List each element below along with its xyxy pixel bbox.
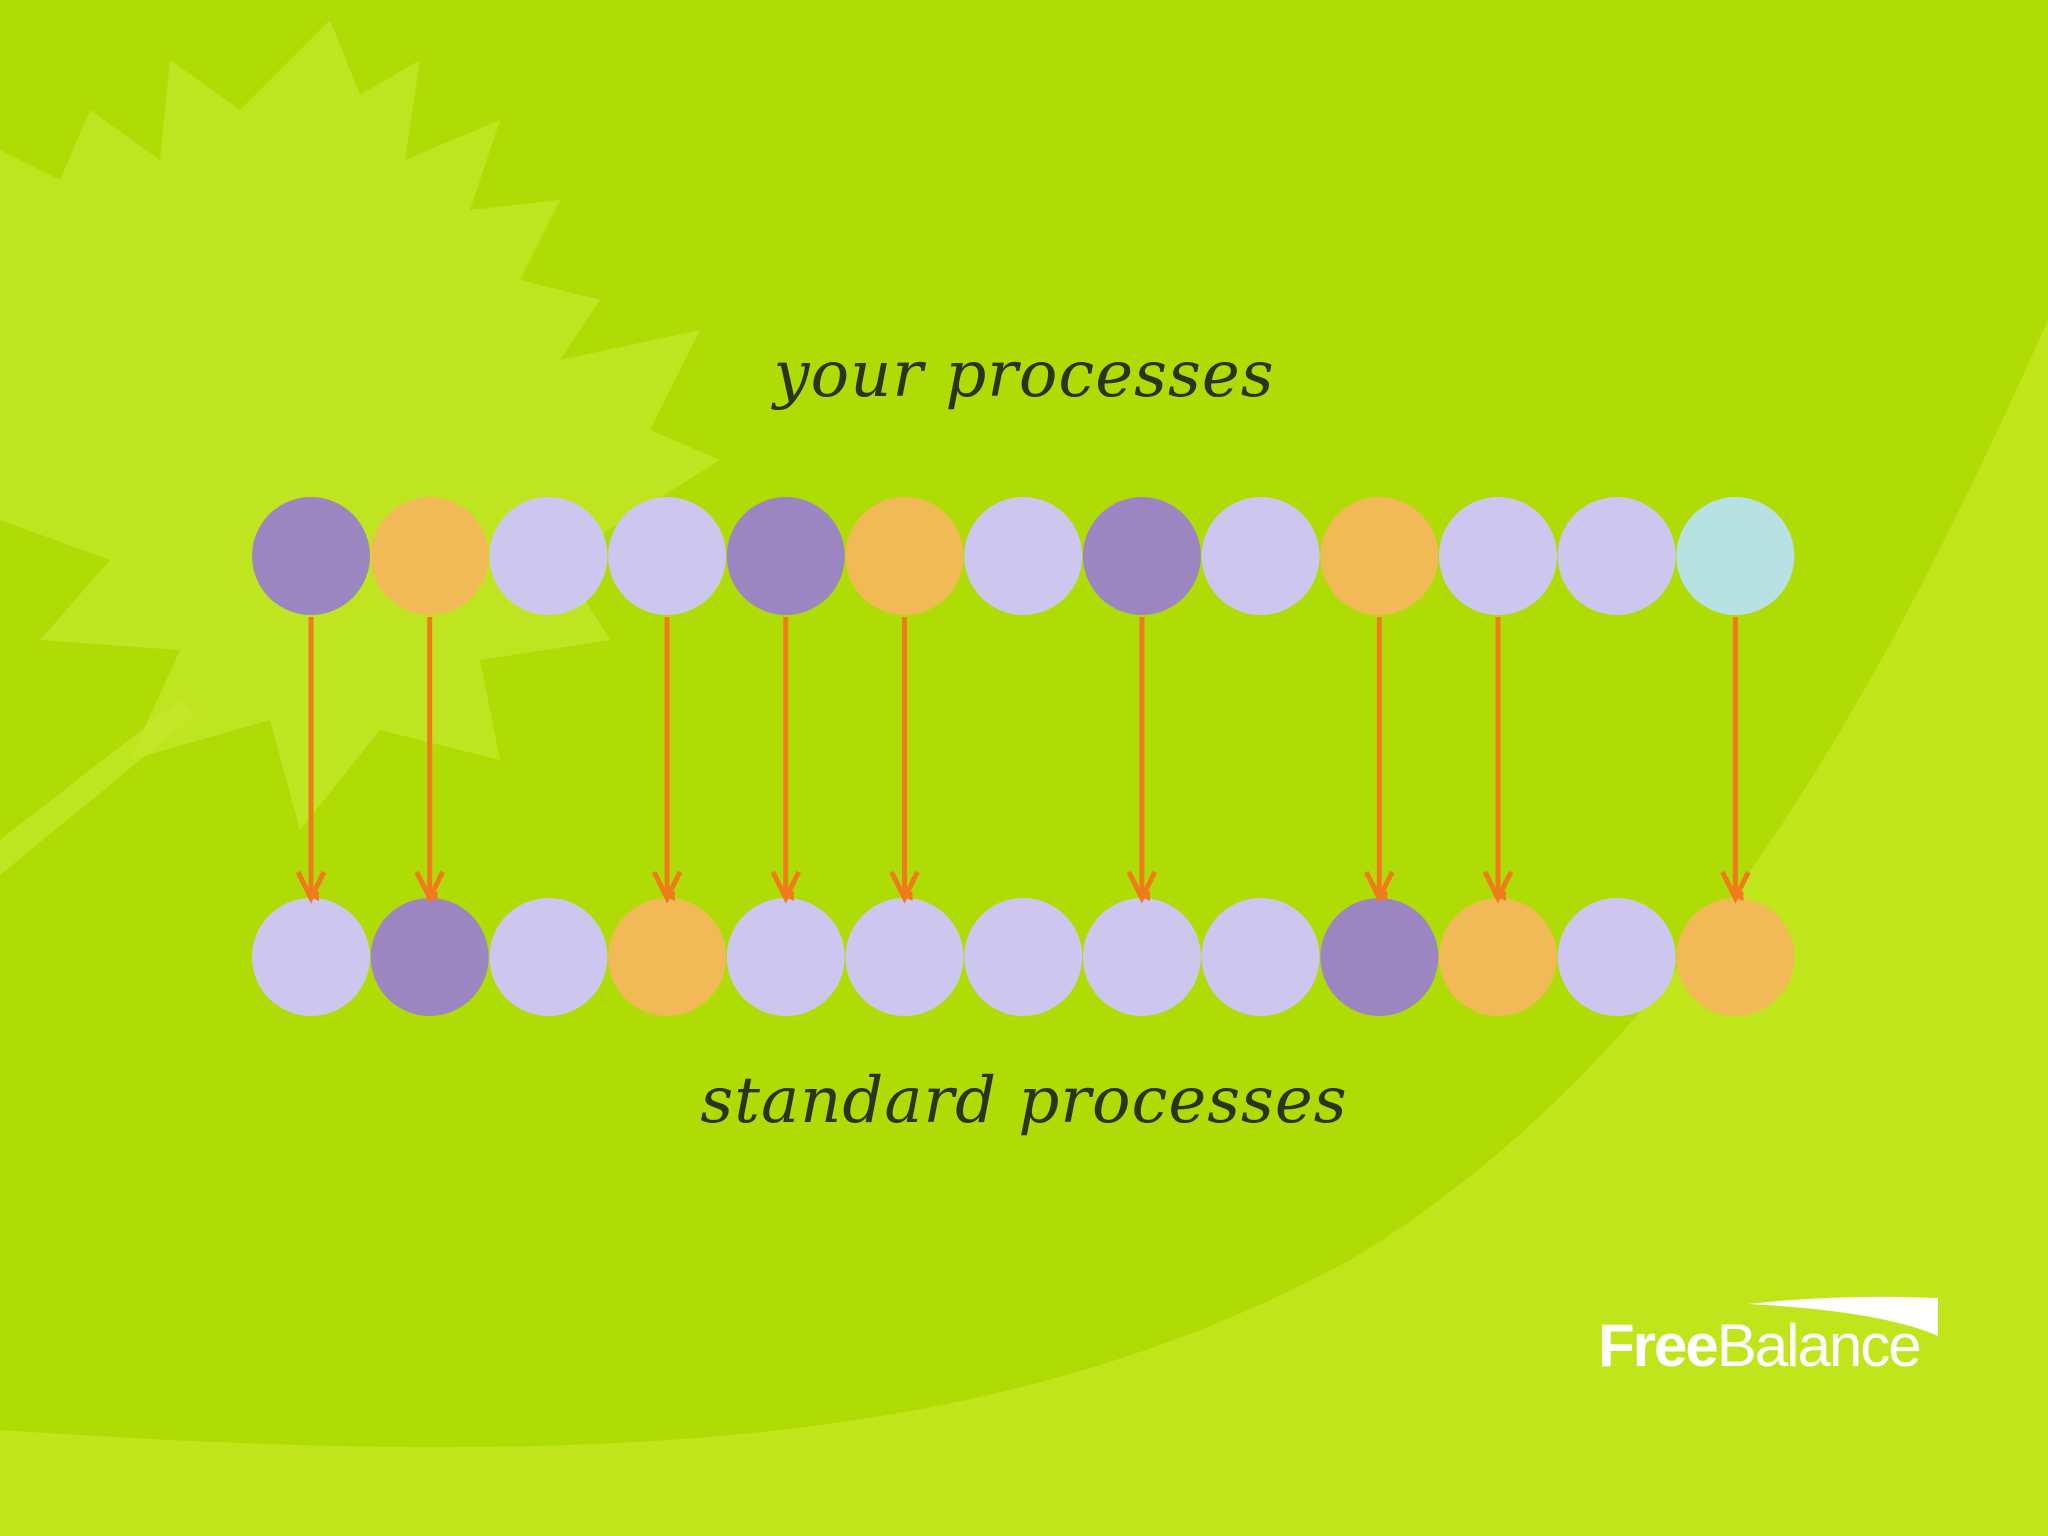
your-process-circle-9 [1201, 497, 1320, 615]
standard-process-circle-12 [1557, 898, 1676, 1016]
freebalance-logo: FreeBalance [1598, 1296, 1938, 1376]
maple-leaf-stem [0, 700, 195, 875]
your-process-circle-1 [252, 497, 370, 615]
your-process-circle-10 [1320, 497, 1439, 615]
standard-process-circle-11 [1439, 898, 1557, 1016]
logo-text-balance: Balance [1716, 1312, 1922, 1379]
your-process-circle-12 [1557, 497, 1676, 615]
mapping-arrowhead-6 [889, 870, 920, 904]
standard-processes-title: standard processes [700, 1064, 1348, 1138]
your-process-circle-11 [1439, 497, 1557, 615]
mapping-arrows [295, 617, 1751, 904]
your-process-circle-7 [964, 497, 1083, 615]
logo-swoosh-icon [1748, 1296, 1938, 1336]
your-process-circle-6 [845, 497, 964, 615]
mapping-arrowhead-4 [651, 870, 683, 904]
logo-wordmark: FreeBalance [1598, 1316, 1922, 1376]
standard-process-circle-3 [489, 898, 608, 1016]
your-process-circle-4 [608, 497, 727, 615]
standard-process-circle-10 [1320, 898, 1439, 1016]
your-processes-title: your processes [773, 338, 1275, 412]
your-process-circle-2 [370, 497, 489, 615]
standard-process-circle-7 [964, 898, 1083, 1016]
your-process-circle-13 [1676, 497, 1795, 615]
your-process-circle-5 [726, 497, 845, 615]
mapping-arrowhead-11 [1482, 870, 1514, 904]
mapping-arrowhead-13 [1720, 870, 1751, 904]
standard-process-circle-9 [1201, 898, 1320, 1016]
standard-process-circle-4 [608, 898, 727, 1016]
logo-text-free: Free [1598, 1312, 1719, 1379]
standard-process-circle-13 [1676, 898, 1795, 1016]
standard-process-circle-2 [370, 898, 489, 1016]
maple-leaf-shape [0, 20, 720, 830]
mapping-arrowhead-8 [1126, 870, 1158, 904]
standard-process-circle-1 [252, 898, 370, 1016]
your-process-circle-3 [489, 497, 608, 615]
standard-processes-row [252, 898, 1795, 1016]
mapping-arrowhead-1 [295, 870, 327, 904]
standard-process-circle-8 [1082, 898, 1201, 1016]
your-processes-row [252, 497, 1795, 615]
background-sweep [0, 320, 2048, 1536]
mapping-arrowhead-10 [1364, 870, 1395, 904]
mapping-arrowhead-5 [770, 870, 802, 904]
standard-process-circle-6 [845, 898, 964, 1016]
mapping-arrowhead-2 [414, 870, 445, 904]
standard-process-circle-5 [726, 898, 845, 1016]
your-process-circle-8 [1082, 497, 1201, 615]
